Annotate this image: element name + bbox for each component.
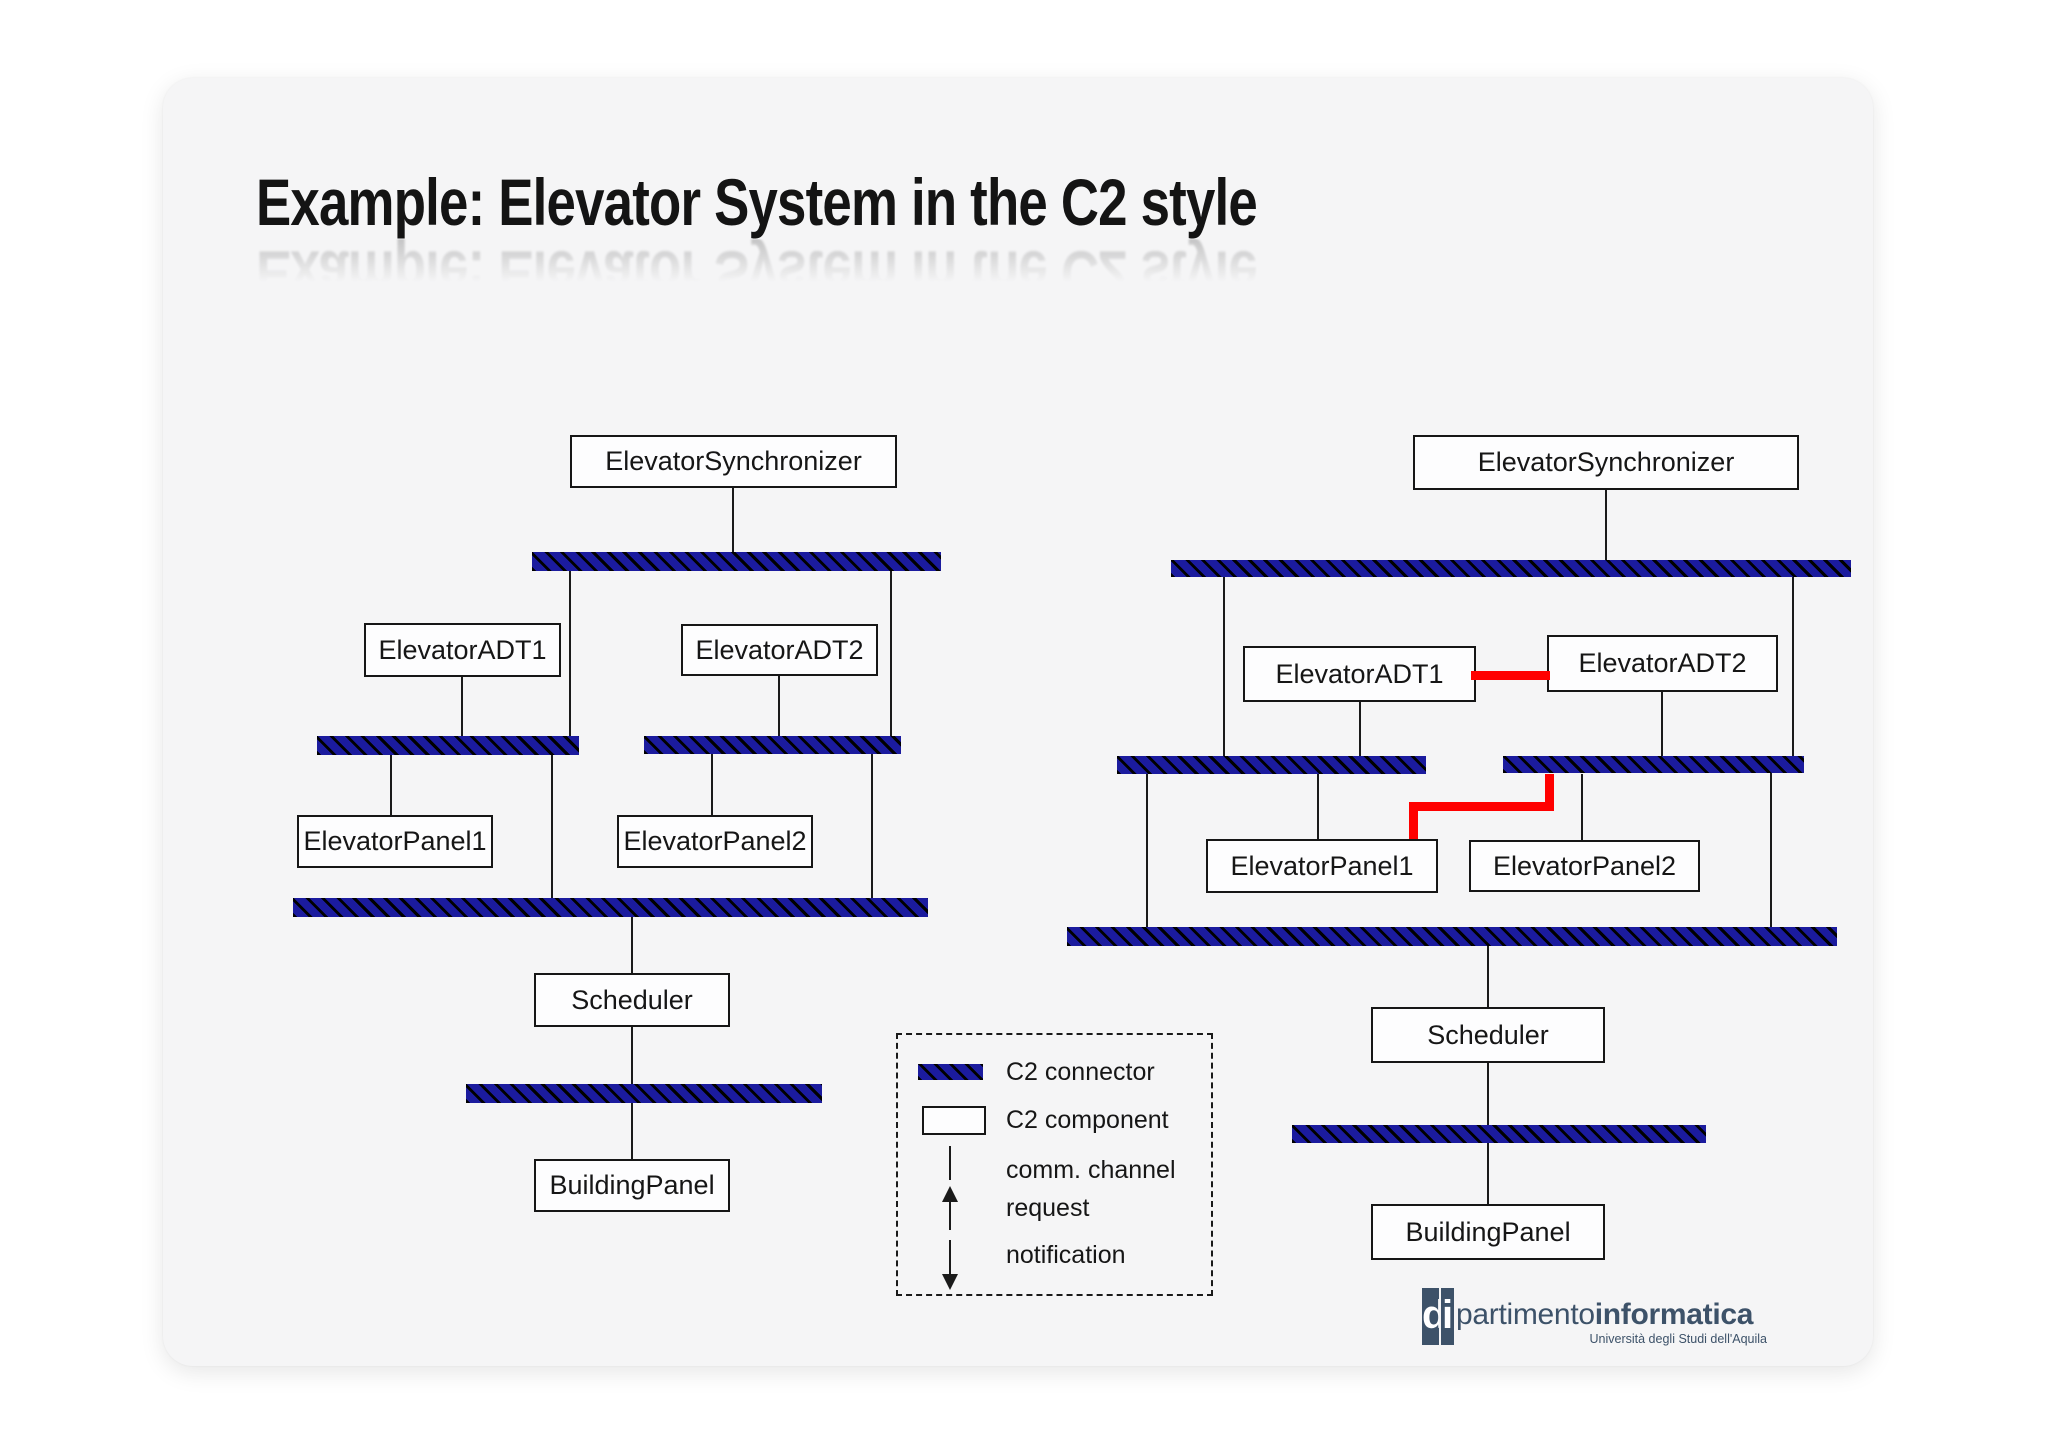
component-elevator-synchronizer-right: ElevatorSynchronizer: [1413, 435, 1799, 490]
slide-title-reflection: Example: Elevator System in the C2 style: [256, 237, 1257, 312]
legend-notification-label: notification: [1006, 1241, 1126, 1269]
logo-i-box: i: [1441, 1288, 1454, 1345]
legend-request-arrow-icon: [942, 1186, 958, 1202]
comm-channel-line: [461, 677, 463, 736]
comm-channel-line: [1487, 1063, 1489, 1125]
comm-channel-line: [1146, 774, 1148, 927]
highlight-link-adt1-adt2: [1471, 671, 1550, 680]
c2-connector-bar: [1117, 756, 1426, 774]
component-elevator-adt1-left: ElevatorADT1: [364, 623, 561, 677]
legend-component-label: C2 component: [1006, 1106, 1169, 1134]
comm-channel-line: [890, 571, 892, 736]
component-elevator-adt2-left: ElevatorADT2: [681, 624, 878, 676]
comm-channel-line: [1661, 692, 1663, 756]
comm-channel-line: [631, 1027, 633, 1084]
legend-connector-label: C2 connector: [1006, 1058, 1155, 1086]
legend-frame: [896, 1033, 1213, 1296]
component-elevator-panel1-right: ElevatorPanel1: [1206, 839, 1438, 893]
legend-notification-arrow-icon: [949, 1240, 951, 1278]
comm-channel-line: [778, 676, 780, 736]
comm-channel-line: [871, 754, 873, 898]
logo-name-regular: partimento: [1456, 1298, 1595, 1331]
component-elevator-panel2-right: ElevatorPanel2: [1469, 840, 1700, 892]
comm-channel-line: [1581, 774, 1583, 840]
comm-channel-line: [390, 755, 392, 815]
c2-connector-bar: [1171, 560, 1851, 577]
legend-component-icon: [922, 1106, 986, 1135]
legend-notification-arrow-icon: [942, 1274, 958, 1290]
c2-connector-bar: [1067, 927, 1837, 946]
component-elevator-adt1-right: ElevatorADT1: [1243, 646, 1476, 702]
comm-channel-line: [569, 571, 571, 736]
highlight-link-connector-panel1: [1409, 802, 1418, 846]
comm-channel-line: [1487, 1143, 1489, 1204]
c2-connector-bar: [1292, 1125, 1706, 1143]
comm-channel-line: [1359, 702, 1361, 756]
slide-title: Example: Elevator System in the C2 style: [256, 165, 1258, 239]
highlight-link-connector-panel1: [1409, 802, 1554, 811]
comm-channel-line: [1792, 577, 1794, 756]
comm-channel-line: [1317, 774, 1319, 839]
logo-name: partimentoinformatica: [1456, 1298, 1753, 1332]
logo-subtitle: Università degli Studi dell'Aquila: [1589, 1332, 1767, 1346]
c2-connector-bar: [532, 552, 941, 571]
legend-connector-icon: [918, 1064, 983, 1080]
slide-panel: [163, 78, 1873, 1366]
comm-channel-line: [1487, 946, 1489, 1007]
comm-channel-line: [711, 754, 713, 815]
component-elevator-panel2-left: ElevatorPanel2: [617, 815, 813, 868]
component-elevator-panel1-left: ElevatorPanel1: [297, 815, 493, 868]
comm-channel-line: [631, 1103, 633, 1159]
component-elevator-synchronizer-left: ElevatorSynchronizer: [570, 435, 897, 488]
component-scheduler-right: Scheduler: [1371, 1007, 1605, 1063]
c2-connector-bar: [644, 736, 901, 754]
component-elevator-adt2-right: ElevatorADT2: [1547, 635, 1778, 692]
component-scheduler-left: Scheduler: [534, 973, 730, 1027]
component-building-panel-left: BuildingPanel: [534, 1159, 730, 1212]
c2-connector-bar: [317, 736, 579, 755]
c2-connector-bar: [293, 898, 928, 917]
legend-channel-label: comm. channel: [1006, 1156, 1176, 1184]
comm-channel-line: [732, 488, 734, 552]
c2-connector-bar: [466, 1084, 822, 1103]
legend-request-label: request: [1006, 1194, 1090, 1222]
legend-request-arrow-icon: [949, 1198, 951, 1230]
c2-connector-bar: [1503, 756, 1804, 773]
comm-channel-line: [551, 755, 553, 898]
logo-name-bold: informatica: [1594, 1298, 1754, 1331]
comm-channel-line: [631, 917, 633, 973]
component-building-panel-right: BuildingPanel: [1371, 1204, 1605, 1260]
comm-channel-line: [1605, 490, 1607, 560]
comm-channel-line: [1770, 773, 1772, 927]
logo-d-box: d: [1422, 1288, 1439, 1345]
legend-channel-icon: [949, 1146, 951, 1180]
comm-channel-line: [1223, 577, 1225, 756]
highlight-link-connector-panel1: [1545, 774, 1554, 811]
